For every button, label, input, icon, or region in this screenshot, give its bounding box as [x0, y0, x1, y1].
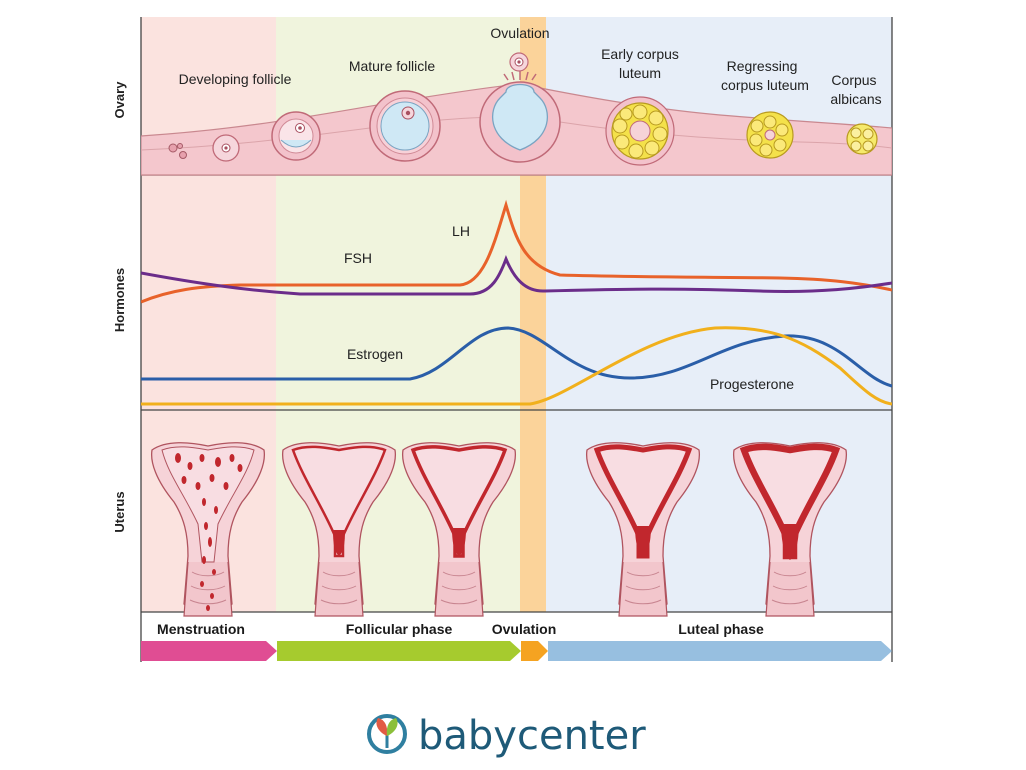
label-estrogen: Estrogen	[347, 346, 403, 362]
babycenter-wordmark: babycenter	[418, 713, 646, 759]
ovary-labels: Developing follicle Mature follicle Ovul…	[179, 25, 882, 107]
uterus-follicular-early	[281, 442, 397, 617]
label-early-corpus-luteum-1: Early corpus	[601, 46, 679, 62]
progesterone-curve	[141, 326, 892, 406]
label-progesterone: Progesterone	[710, 376, 794, 392]
developing-follicle	[212, 134, 240, 162]
phase-arrows	[141, 641, 892, 661]
label-corpus-albicans-2: albicans	[830, 91, 881, 107]
phase-labels: Menstruation Follicular phase Ovulation …	[157, 621, 764, 637]
label-phase-luteal: Luteal phase	[678, 621, 764, 637]
label-ovulation-stage: Ovulation	[490, 25, 549, 41]
released-egg	[509, 52, 529, 72]
estrogen-curve	[141, 326, 892, 388]
uterus-luteal-early	[585, 442, 701, 617]
uterus-menstruation	[150, 442, 266, 617]
babycenter-logo: babycenter	[367, 713, 646, 759]
label-fsh: FSH	[344, 250, 372, 266]
uterus-luteal-late	[732, 442, 848, 617]
corpus-albicans	[846, 123, 878, 155]
growing-follicle	[271, 111, 321, 161]
lh-curve	[141, 199, 892, 304]
row-label-hormones: Hormones	[112, 268, 127, 332]
ovulation-arrow	[521, 641, 548, 661]
regressing-corpus-luteum	[746, 111, 794, 159]
luteal-arrow	[548, 641, 892, 661]
fsh-curve	[141, 254, 892, 296]
label-phase-menstruation: Menstruation	[157, 621, 245, 637]
uterus-follicular-late	[401, 442, 517, 617]
menstruation-arrow	[141, 641, 277, 661]
row-label-uterus: Uterus	[112, 491, 127, 532]
babycenter-logo-icon	[367, 714, 407, 754]
follicular-arrow	[277, 641, 521, 661]
label-phase-ovulation: Ovulation	[492, 621, 557, 637]
developing-follicle-small	[168, 143, 187, 159]
label-mature-follicle: Mature follicle	[349, 58, 436, 74]
label-regressing-corpus-luteum-1: Regressing	[727, 58, 798, 74]
label-phase-follicular: Follicular phase	[346, 621, 453, 637]
label-developing-follicle: Developing follicle	[179, 71, 292, 87]
row-label-ovary: Ovary	[112, 81, 127, 119]
ovulating-follicle	[479, 52, 561, 163]
label-lh: LH	[452, 223, 470, 239]
mature-follicle	[369, 90, 441, 162]
label-corpus-albicans-1: Corpus	[831, 72, 876, 88]
hormone-labels: LH FSH Estrogen Progesterone	[344, 223, 794, 392]
label-early-corpus-luteum-2: luteum	[619, 65, 661, 81]
hormone-curves	[141, 199, 892, 406]
early-corpus-luteum	[605, 96, 675, 166]
ovary-illustration	[141, 52, 892, 176]
label-regressing-corpus-luteum-2: corpus luteum	[721, 77, 809, 93]
